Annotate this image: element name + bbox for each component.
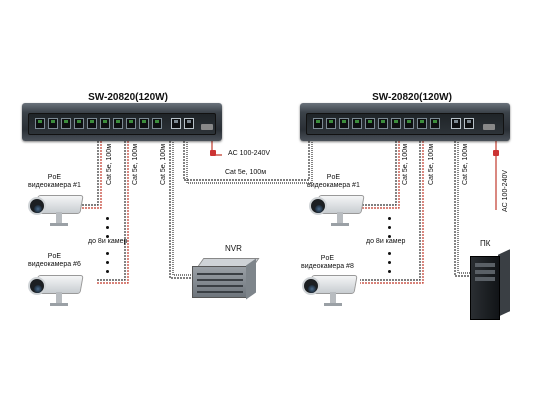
right-port-7 <box>391 118 401 129</box>
cable-link <box>183 138 310 181</box>
left-cable-a-label: Cat 5e, 100м <box>106 143 113 185</box>
left-port-8 <box>126 118 136 129</box>
left-port-6 <box>100 118 110 129</box>
right-camera8-label-line2: видеокамера #8 <box>301 263 354 270</box>
nvr-label: NVR <box>225 244 242 253</box>
left-cable-b-label: Cat 5e, 100м <box>132 143 139 185</box>
left-port-10 <box>152 118 162 129</box>
right-uplink-1 <box>451 118 461 129</box>
link-cable-label: Cat 5e, 100м <box>225 169 267 176</box>
right-uplink-2 <box>464 118 474 129</box>
cable-left-cam6 <box>96 138 126 281</box>
left-switch <box>22 103 222 141</box>
left-camera1-label-line1: PoE <box>47 174 62 181</box>
right-camera8-label: PoE видеокамера #8 <box>301 255 354 271</box>
left-cable-c-label: Cat 5e, 100м <box>160 143 167 185</box>
left-lower-ellipsis-icon <box>106 252 110 279</box>
left-port-9 <box>139 118 149 129</box>
left-port-1 <box>35 118 45 129</box>
left-power-label: AC 100-240V <box>228 150 271 157</box>
left-port-7 <box>113 118 123 129</box>
left-camera6-label-line1: PoE <box>47 253 62 260</box>
right-camera1-label: PoE видеокамера #1 <box>307 174 360 190</box>
right-port-10 <box>430 118 440 129</box>
cable-left-cam1 <box>78 138 99 206</box>
right-cameras-note: до 8и камер <box>366 238 406 245</box>
cable-right-cam8 <box>360 138 421 281</box>
left-uplink-1 <box>171 118 181 129</box>
nvr-icon <box>192 258 260 300</box>
left-port-5 <box>87 118 97 129</box>
left-camera6-label: PoE видеокамера #6 <box>28 253 81 269</box>
right-port-9 <box>417 118 427 129</box>
pc-icon <box>470 249 510 320</box>
right-power-plug-icon <box>493 150 499 156</box>
right-lower-ellipsis-icon <box>388 252 392 279</box>
left-port-2 <box>48 118 58 129</box>
pc-label: ПК <box>480 239 491 248</box>
right-camera1-label-line2: видеокамера #1 <box>307 182 360 189</box>
left-upper-ellipsis-icon <box>106 217 110 244</box>
left-camera1-label-line2: видеокамера #1 <box>28 182 81 189</box>
cable-right-pc <box>454 138 470 277</box>
left-port-3 <box>61 118 71 129</box>
left-power-socket <box>201 124 213 130</box>
left-power-plug-icon <box>210 150 216 156</box>
right-port-8 <box>404 118 414 129</box>
right-camera1-label-line1: PoE <box>326 174 341 181</box>
cable-right-cam1 <box>360 138 397 206</box>
right-port-1 <box>313 118 323 129</box>
left-switch-title: SW-20820(120W) <box>88 92 168 103</box>
right-cable-c-label: Cat 5e, 100м <box>462 143 469 185</box>
right-port-2 <box>326 118 336 129</box>
cable-left-nvr <box>169 138 192 279</box>
right-power-label: AC 100-240V <box>502 169 509 212</box>
left-camera6-label-line2: видеокамера #6 <box>28 261 81 268</box>
left-cameras-note: до 8и камер <box>88 238 128 245</box>
right-switch <box>300 103 510 141</box>
right-cable-a-label: Cat 5e, 100м <box>402 143 409 185</box>
right-port-5 <box>365 118 375 129</box>
right-switch-title: SW-20820(120W) <box>372 92 452 103</box>
right-power-socket <box>483 124 495 130</box>
left-switch-port-panel <box>28 113 216 135</box>
right-port-3 <box>339 118 349 129</box>
right-port-6 <box>378 118 388 129</box>
right-cable-b-label: Cat 5e, 100м <box>428 143 435 185</box>
left-port-4 <box>74 118 84 129</box>
left-camera1-label: PoE видеокамера #1 <box>28 174 81 190</box>
left-uplink-2 <box>184 118 194 129</box>
right-upper-ellipsis-icon <box>388 217 392 244</box>
right-switch-port-panel <box>306 113 504 135</box>
right-port-4 <box>352 118 362 129</box>
right-camera8-label-line1: PoE <box>320 255 335 262</box>
